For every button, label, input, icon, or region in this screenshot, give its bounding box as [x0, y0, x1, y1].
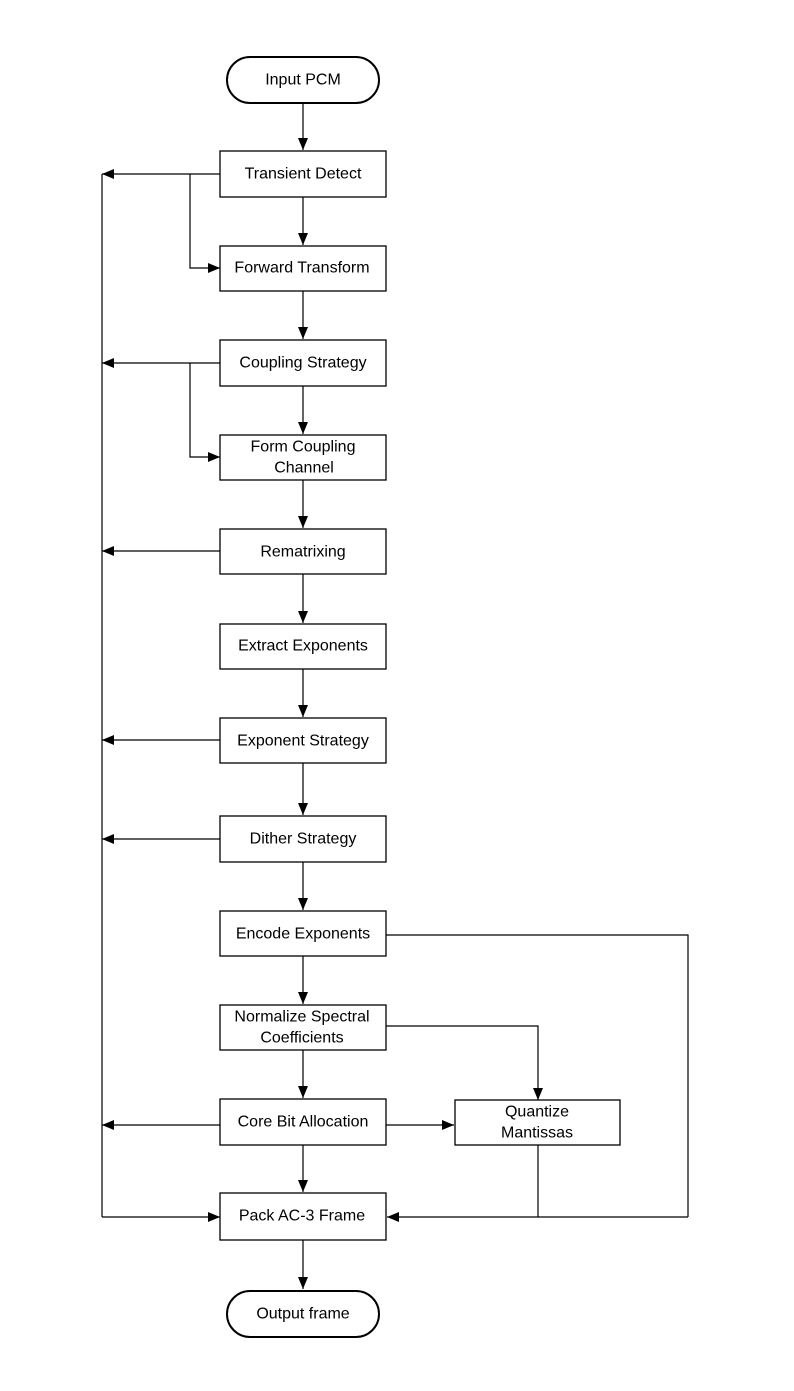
- form-coupling-channel-label-line2: Channel: [274, 460, 334, 477]
- output-frame-label: Output frame: [256, 1306, 349, 1323]
- quantize-mantissas-label-line1: Quantize: [505, 1104, 569, 1121]
- exponent-strategy-label: Exponent Strategy: [237, 733, 369, 750]
- form-coupling-channel-label-line1: Form Coupling: [251, 439, 356, 456]
- transient-detect-shape: [219, 150, 387, 198]
- rematrixing-box: Rematrixing: [219, 528, 387, 575]
- transient-detect-label: Transient Detect: [245, 166, 362, 183]
- quantize-mantissas-label-line2: Mantissas: [501, 1125, 573, 1142]
- extract-exponents-box: Extract Exponents: [219, 623, 387, 670]
- rematrixing-label: Rematrixing: [260, 544, 345, 561]
- coupling-strategy-box: Coupling Strategy: [219, 339, 387, 387]
- coupling-strategy-shape: [219, 339, 387, 387]
- encode-exponents-box: Encode Exponents: [219, 910, 387, 957]
- rematrixing-shape: [219, 528, 387, 575]
- dither-strategy-box: Dither Strategy: [219, 815, 387, 863]
- encode-exponents-right-path: [386, 934, 689, 1217]
- pack-ac3-frame-shape: [219, 1192, 387, 1241]
- forward-transform-box: Forward Transform: [219, 245, 387, 292]
- exponent-strategy-box: Exponent Strategy: [219, 717, 387, 764]
- core-bit-allocation-label: Core Bit Allocation: [238, 1114, 369, 1131]
- connectors: [101, 103, 689, 1289]
- arrow-transient-branch-to-forward: [189, 174, 220, 273]
- forward-transform-label: Forward Transform: [234, 260, 369, 277]
- encode-exponents-label: Encode Exponents: [236, 926, 370, 943]
- pack-ac3-frame-label: Pack AC-3 Frame: [239, 1208, 365, 1225]
- output-frame-terminal: Output frame: [226, 1290, 380, 1338]
- forward-transform-shape: [219, 245, 387, 292]
- dither-strategy-shape: [219, 815, 387, 863]
- input-pcm-terminal: Input PCM: [226, 56, 380, 104]
- input-pcm-label: Input PCM: [265, 72, 341, 89]
- transient-detect-box: Transient Detect: [219, 150, 387, 198]
- quantize-mantissas-box: Quantize Mantissas: [454, 1099, 621, 1146]
- output-frame-shape: [226, 1290, 380, 1338]
- input-pcm-shape: [226, 56, 380, 104]
- encode-exponents-shape: [219, 910, 387, 957]
- core-bit-allocation-box: Core Bit Allocation: [219, 1098, 387, 1146]
- quantize-mantissas-shape: [454, 1099, 621, 1146]
- normalize-spectral-coefficients-label-line2: Coefficients: [260, 1030, 343, 1047]
- form-coupling-channel-box: Form Coupling Channel: [219, 434, 387, 481]
- core-bit-allocation-shape: [219, 1098, 387, 1146]
- dither-strategy-label: Dither Strategy: [250, 831, 357, 848]
- exponent-strategy-shape: [219, 717, 387, 764]
- normalize-spectral-coefficients-label-line1: Normalize Spectral: [234, 1009, 369, 1026]
- normalize-spectral-coefficients-box: Normalize Spectral Coefficients: [219, 1004, 387, 1051]
- extract-exponents-label: Extract Exponents: [238, 638, 368, 655]
- pack-ac3-frame-box: Pack AC-3 Frame: [219, 1192, 387, 1241]
- extract-exponents-shape: [219, 623, 387, 670]
- arrow-coupling-branch-to-form: [189, 363, 220, 462]
- form-coupling-channel-shape: [219, 434, 387, 481]
- normalize-spectral-coefficients-shape: [219, 1004, 387, 1051]
- arrow-normalize-to-quantize: [386, 1025, 543, 1100]
- coupling-strategy-label: Coupling Strategy: [239, 355, 366, 372]
